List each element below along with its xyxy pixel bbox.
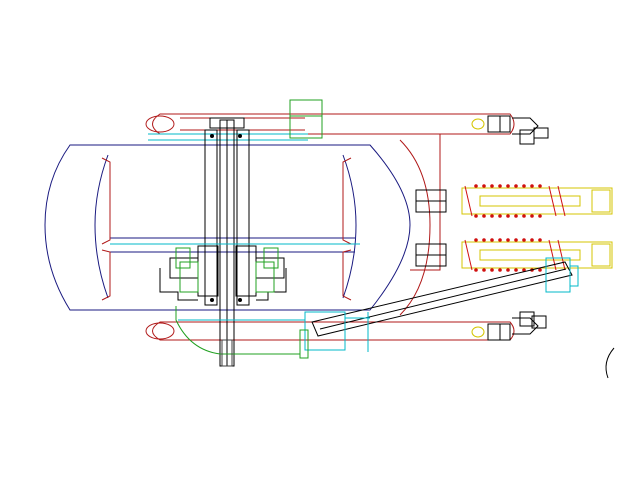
drum-body (44, 144, 411, 311)
partial-arc (605, 347, 615, 379)
spring-assembly-upper (461, 184, 613, 218)
top-mount (289, 99, 323, 139)
vertical-shaft (204, 117, 250, 367)
shaft-foot (221, 339, 233, 367)
rod-end-highlight (471, 118, 485, 338)
strut-end-fitting (304, 257, 579, 352)
spring-mount-brackets (415, 189, 447, 267)
gear-teeth (175, 247, 309, 359)
diagonal-strut (311, 261, 573, 337)
rod-end-lower (487, 311, 547, 341)
gear-shaft-cyan (160, 243, 305, 321)
upper-frame-arm (145, 113, 515, 316)
drum-brackets (101, 157, 352, 301)
spring-assembly-lower (461, 238, 613, 272)
rod-end-upper (487, 115, 549, 145)
lower-frame-arm (145, 321, 515, 341)
upper-crossbar (148, 133, 308, 141)
bearing-points (210, 134, 242, 302)
